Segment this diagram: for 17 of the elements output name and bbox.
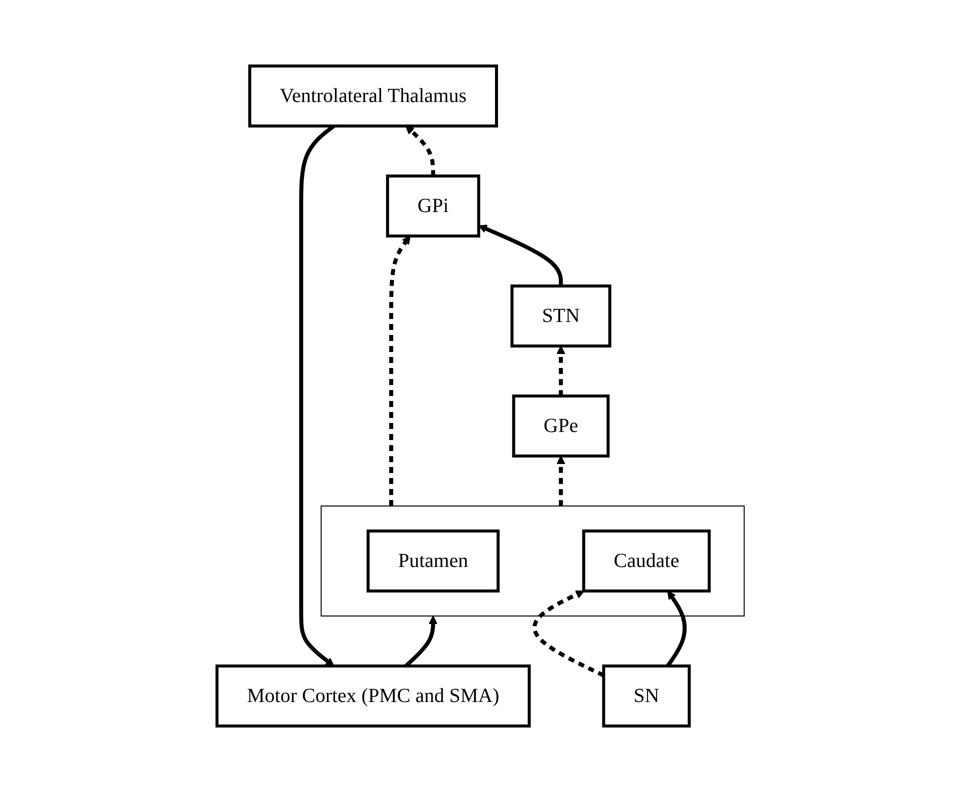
cluster (320, 506, 745, 616)
arrow (532, 590, 604, 678)
node-box: Caudate (582, 530, 711, 592)
node-box: GPe (512, 394, 610, 458)
arrow (389, 236, 411, 506)
arrow (404, 616, 438, 668)
arrow (405, 126, 435, 176)
node-box: Putamen (366, 530, 500, 592)
arrow (556, 346, 566, 396)
arrow (478, 224, 563, 286)
node-box: Ventrolateral Thalamus (248, 64, 498, 128)
node-box: GPi (386, 174, 480, 238)
arrow (666, 590, 687, 668)
node-box: Motor Cortex (PMC and SMA) (215, 664, 531, 728)
node-box: SN (602, 664, 691, 728)
node-box: STN (510, 284, 612, 348)
arrow (556, 456, 566, 506)
